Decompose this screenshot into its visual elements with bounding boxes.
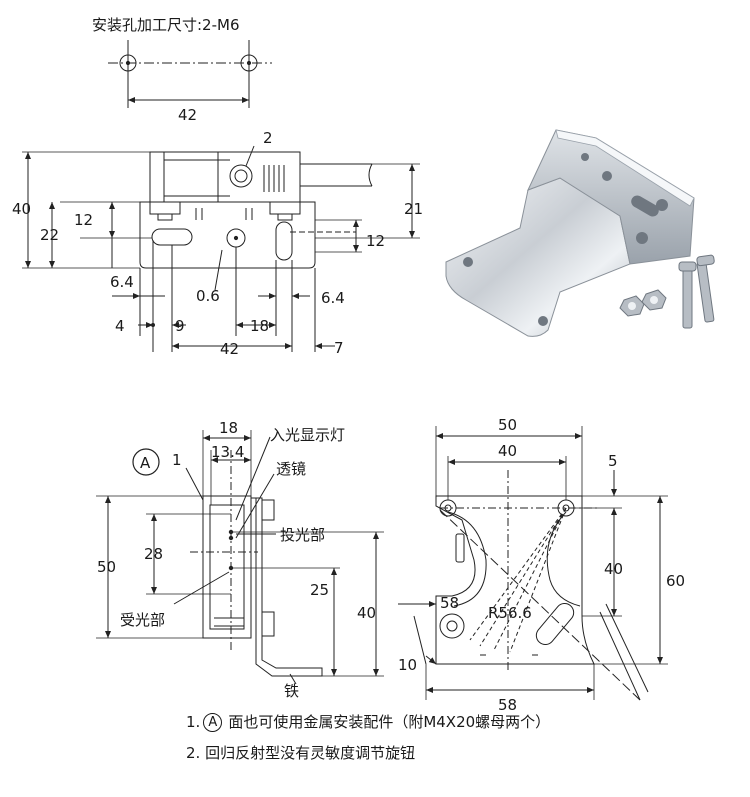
dim-60: 60 bbox=[666, 572, 685, 590]
dim-r56-6: R56.6 bbox=[488, 604, 532, 622]
dim-1: 1 bbox=[172, 451, 182, 469]
label-receiver: 受光部 bbox=[120, 611, 165, 629]
front-view bbox=[22, 145, 420, 352]
label-emitter: 投光部 bbox=[280, 526, 325, 544]
lens-dot bbox=[228, 529, 234, 535]
dim-21: 21 bbox=[404, 200, 423, 218]
label-light-in-indicator: 入光显示灯 bbox=[270, 426, 345, 444]
dim-10: 10 bbox=[398, 656, 417, 674]
dim-50-side: 50 bbox=[97, 558, 116, 576]
side-view-a bbox=[96, 430, 384, 685]
circle-a-letter: A bbox=[140, 454, 151, 472]
dim-40-side: 40 bbox=[357, 604, 376, 622]
dim-7: 7 bbox=[334, 339, 344, 357]
note-1-text: 面也可使用金属安装配件（附M4X20螺母两个） bbox=[228, 713, 551, 731]
hole-pattern bbox=[108, 40, 272, 108]
dim-18: 18 bbox=[250, 317, 269, 335]
circle-a-marker bbox=[132, 448, 160, 476]
note-1-circle-a: A bbox=[203, 713, 223, 732]
dim-12-left: 12 bbox=[74, 211, 93, 229]
dim-6-4-left: 6.4 bbox=[110, 273, 134, 291]
hole-marker bbox=[151, 323, 155, 327]
dim-25: 25 bbox=[310, 581, 329, 599]
label-iron: 铁 bbox=[284, 682, 299, 700]
dim-4: 4 bbox=[115, 317, 125, 335]
emitter-dot bbox=[228, 535, 234, 541]
dim-0-6: 0.6 bbox=[196, 287, 220, 305]
bracket-photo bbox=[445, 129, 715, 337]
dim-40-right: 40 bbox=[604, 560, 623, 578]
dim-58-upper: 58 bbox=[440, 594, 459, 612]
dim-22: 22 bbox=[40, 226, 59, 244]
dim-28: 28 bbox=[144, 545, 163, 563]
note-1: 1.A 面也可使用金属安装配件（附M4X20螺母两个） bbox=[186, 711, 550, 732]
dim-12-right: 12 bbox=[366, 232, 385, 250]
bracket-plate-view bbox=[398, 426, 668, 701]
dim-13-4: 13.4 bbox=[211, 443, 244, 461]
mounting-hole-caption: 安装孔加工尺寸:2-M6 bbox=[92, 16, 240, 34]
dim-40: 40 bbox=[12, 200, 31, 218]
label-lens: 透镜 bbox=[276, 460, 306, 478]
dim-58-lower: 58 bbox=[498, 696, 517, 714]
dim-6-4-right: 6.4 bbox=[321, 289, 345, 307]
dim-hole-pitch: 42 bbox=[178, 106, 197, 124]
dim-42: 42 bbox=[220, 340, 239, 358]
dim-2: 2 bbox=[263, 129, 273, 147]
dim-18-top: 18 bbox=[219, 419, 238, 437]
note-1-number: 1. bbox=[186, 713, 201, 731]
note-2: 2. 回归反射型没有灵敏度调节旋钮 bbox=[186, 744, 416, 762]
dim-40-plate: 40 bbox=[498, 442, 517, 460]
receiver-dot bbox=[228, 565, 234, 571]
dim-9: 9 bbox=[175, 317, 185, 335]
dim-50-plate: 50 bbox=[498, 416, 517, 434]
dim-5: 5 bbox=[608, 452, 618, 470]
